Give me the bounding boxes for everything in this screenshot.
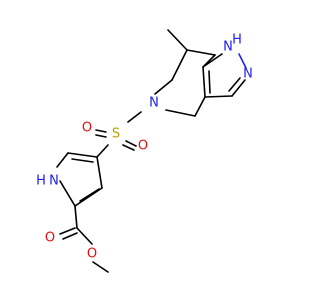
bond-c4-c5 [67, 152, 98, 158]
atom-label-pyrrole-nh: N [49, 174, 59, 189]
bond-carbonyl-oester [76, 227, 93, 245]
bond-c8a-c3a [202, 66, 206, 98]
bond-c3-c4 [96, 156, 103, 189]
bond-c7-c6 [171, 49, 188, 81]
atom-label-sulfonyl-o-right: O [138, 139, 148, 154]
bond-c2-c3 [74, 187, 103, 207]
bond-n5-c4 [165, 109, 196, 117]
bond-c8a-c3a-inner [208, 70, 211, 94]
bond-carbonyl-o-b [62, 232, 78, 240]
bond-c6-n5 [154, 79, 173, 95]
atom-label-pyrrole-h: H [36, 174, 46, 189]
bond-c2-carbonyl [74, 205, 78, 229]
bond-s-o-left-b [95, 134, 107, 138]
bond-c4-c3a [194, 96, 206, 117]
atom-label-pyrazole-n: N [243, 67, 253, 82]
atom-label-pyrazole-h: H [232, 33, 242, 48]
bond-c7-c8 [186, 49, 216, 56]
bond-s-o-left-a [95, 129, 107, 133]
bond-methyl-c7 [167, 29, 188, 51]
atom-label-sulfur: S [112, 127, 120, 142]
bond-c8a-n1 [202, 53, 223, 68]
atom-label-carbonyl-o: O [45, 231, 55, 246]
bond-s-o-right-a [125, 140, 137, 147]
bond-s-c4 [96, 144, 109, 158]
atom-label-ester-o: O [87, 247, 97, 262]
atom-label-azepine-n: N [149, 96, 159, 111]
molecule-structure: N H N N S O O H N O O [36, 29, 253, 273]
bond-c4-c5-inner [71, 158, 94, 163]
bond-c2-c3-inner [79, 188, 100, 202]
bond-c5-n1 [56, 152, 69, 168]
bond-n5-s [127, 111, 142, 123]
bond-n1-c2 [59, 180, 76, 207]
atom-label-sulfonyl-o-left: O [82, 121, 92, 136]
bond-c3-c3a [204, 95, 233, 98]
bond-n2-c3-inner [228, 77, 241, 92]
bond-s-o-right-b [122, 144, 135, 151]
atom-label-pyrazole-nh: N [223, 40, 233, 55]
bond-n1-n2 [238, 53, 247, 69]
bond-oester-methyl [92, 261, 109, 273]
bond-carbonyl-o-a [59, 227, 76, 235]
bond-n2-c3 [231, 79, 246, 97]
